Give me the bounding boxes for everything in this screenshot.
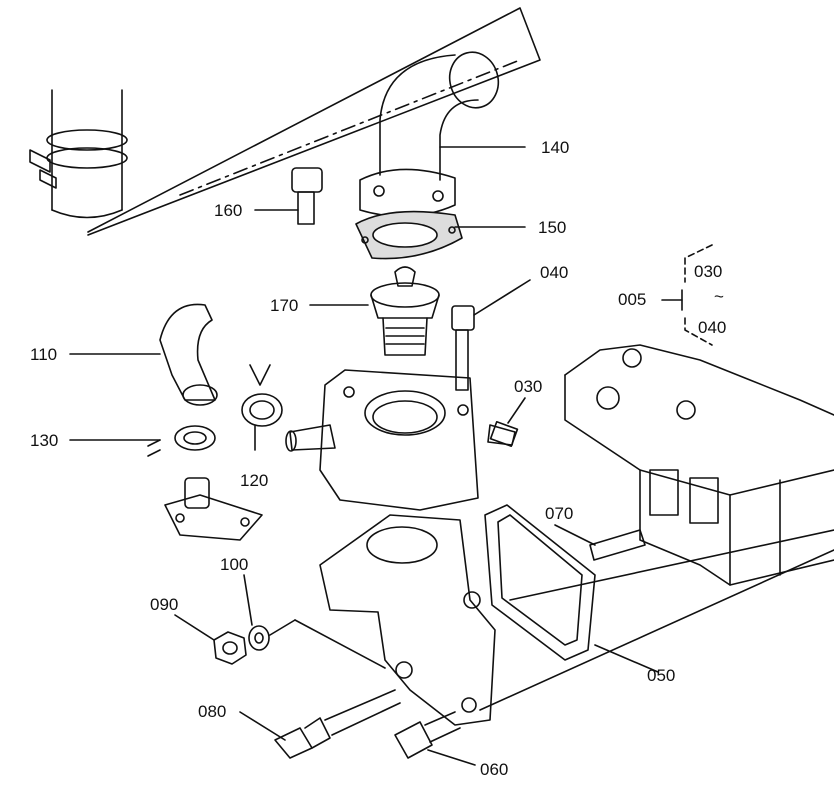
housing-bolt-part	[394, 711, 476, 766]
large-gasket-part	[484, 504, 659, 673]
engine-block-part	[479, 344, 834, 711]
stud-part	[554, 524, 646, 561]
callout-005: 005	[618, 290, 646, 309]
callout-140: 140	[541, 138, 569, 157]
hose-clamp-part	[241, 364, 283, 451]
callout-110: 110	[30, 345, 57, 364]
callout-130: 130	[30, 431, 58, 450]
radiator-hose-part	[29, 7, 541, 236]
callout-040-range-end: 040	[698, 318, 726, 337]
washer-part	[243, 574, 386, 669]
range-tilde: ~	[714, 287, 724, 306]
callout-080: 080	[198, 702, 226, 721]
callout-labels: 140 150 160 040 170 005 030 ~ 040 110 03…	[30, 138, 726, 779]
callout-070: 070	[545, 504, 573, 523]
water-flange-part	[164, 477, 263, 541]
long-bolt-part	[451, 279, 531, 391]
lower-housing-part	[319, 514, 496, 726]
bolt-part	[254, 167, 323, 225]
callout-050: 050	[647, 666, 675, 685]
outlet-pipe-part	[359, 51, 526, 218]
callout-160: 160	[214, 201, 242, 220]
callout-150: 150	[538, 218, 566, 237]
callout-090: 090	[150, 595, 178, 614]
callout-060: 060	[480, 760, 508, 779]
thermostat-housing-part	[285, 369, 516, 511]
callout-100: 100	[220, 555, 248, 574]
nut-part	[174, 614, 247, 665]
callout-040: 040	[540, 263, 568, 282]
gasket-part	[355, 210, 526, 260]
bypass-hose-part	[69, 303, 218, 406]
callout-030-range-start: 030	[694, 262, 722, 281]
thermostat-part	[309, 266, 440, 356]
hose-clip-part	[69, 425, 216, 457]
callout-030: 030	[514, 377, 542, 396]
callout-170: 170	[270, 296, 298, 315]
plug-part	[489, 397, 526, 448]
through-bolt-part	[239, 689, 401, 759]
callout-120: 120	[240, 471, 268, 490]
assembly-bracket	[661, 244, 713, 346]
